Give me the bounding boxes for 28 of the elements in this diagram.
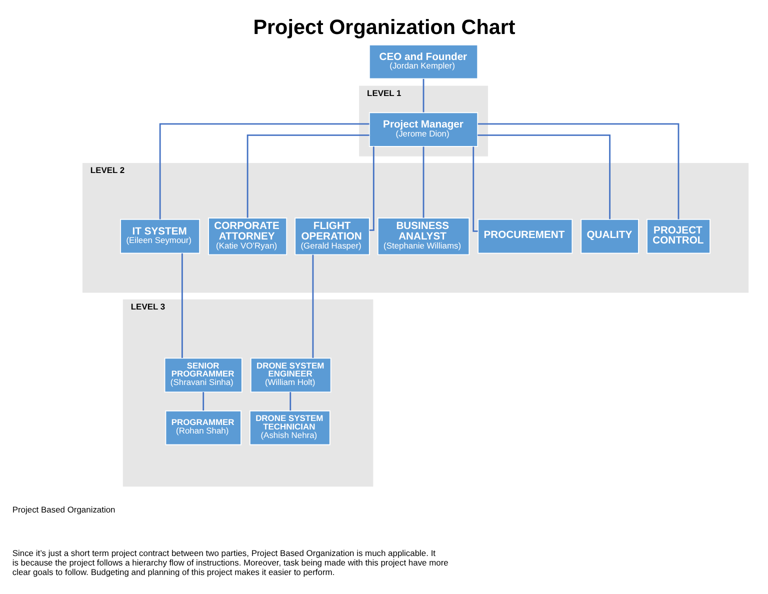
connector	[478, 122, 680, 219]
connector	[478, 134, 611, 219]
node-box: BUSINESS ANALYST (Stephanie Williams)	[377, 217, 470, 255]
connector	[370, 146, 374, 230]
node-box: Project Manager (Jerome Dion)	[368, 112, 478, 146]
connector	[181, 252, 183, 358]
node-box: IT SYSTEM (Eileen Seymour)	[120, 218, 200, 254]
connector	[312, 254, 314, 358]
diagram-title: Project Organization Chart	[253, 16, 516, 39]
node-box: CORPORATE ATTORNEY (Katie VO’Ryan)	[208, 217, 288, 255]
node-box: DRONE SYSTEM ENGINEER (William Holt)	[250, 357, 332, 392]
connector	[422, 78, 424, 112]
connector	[290, 392, 292, 410]
node-box: QUALITY	[580, 218, 639, 254]
node-box: PROGRAMMER (Rohan Shah)	[165, 410, 242, 445]
connector	[246, 134, 370, 218]
node-box: FLIGHT OPERATION (Gerald Hasper)	[294, 217, 370, 255]
connector	[159, 122, 370, 219]
label: Since it’s just a short term project contract between two parties, Project Based Organization is much applicable. It is because the project follows a hierarchy flow of instructions. Moreover, task being made with this project have more clear goals to follow. Budgeting and planning of this project makes it easier to perform.	[12, 547, 448, 576]
connector	[202, 392, 204, 410]
connector	[422, 146, 424, 218]
node-box: PROCUREMENT	[478, 218, 573, 254]
connector	[472, 146, 478, 232]
node-box: CEO and Founder (Jordan Kempler)	[368, 44, 478, 79]
node-box: DRONE SYSTEM TECHNICIAN (Ashish Nehra)	[249, 410, 330, 445]
label: Project Based Organization	[12, 504, 116, 514]
node-box: PROJECT CONTROL	[646, 218, 710, 254]
node-box: SENIOR PROGRAMMER (Shravani Sinha)	[164, 357, 242, 392]
